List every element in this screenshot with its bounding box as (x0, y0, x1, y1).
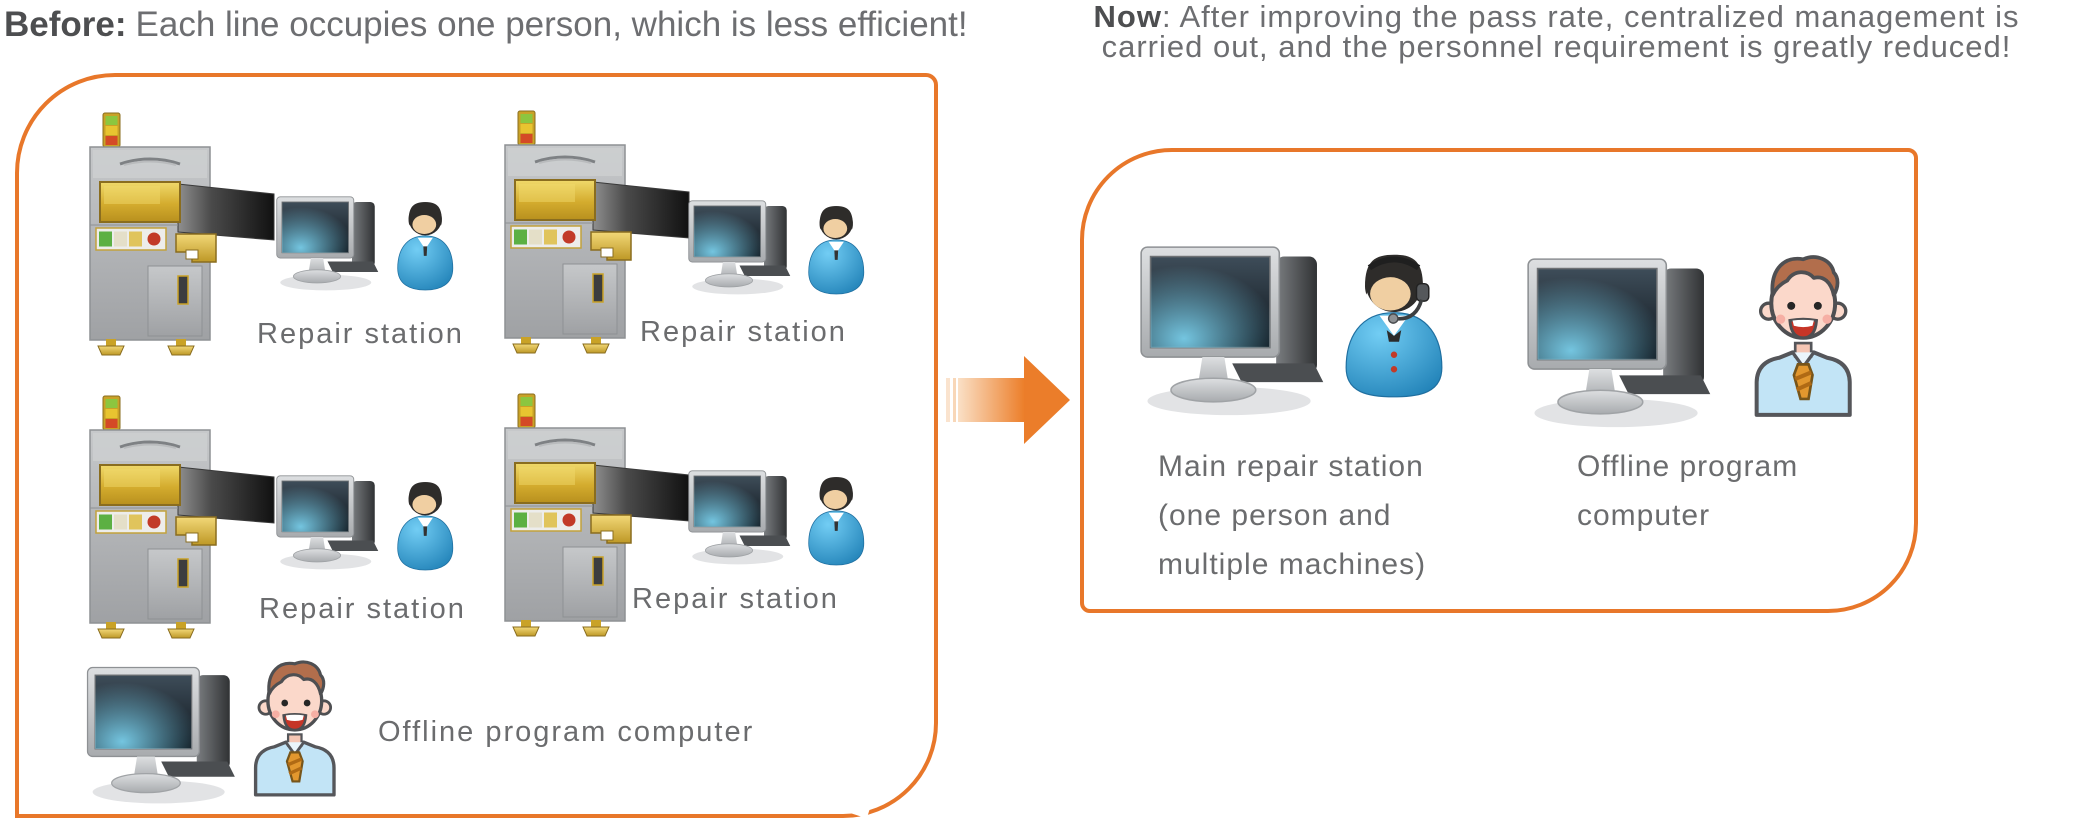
now-title: Now: After improving the pass rate, cent… (1040, 0, 2073, 64)
offline-program-line1: Offline program (1577, 450, 1799, 483)
computer-monitor-icon (688, 470, 791, 565)
operator-person-icon (397, 201, 454, 291)
now-title-label: Now (1093, 0, 1162, 34)
offline-program-line2: computer (1577, 499, 1711, 532)
operator-person-icon (808, 476, 865, 566)
operator-person-icon (397, 481, 454, 571)
smiling-man-icon (1754, 255, 1852, 417)
before-title-label: Before: (4, 5, 127, 44)
smiling-man-icon (253, 660, 336, 797)
inspection-machine-icon (88, 111, 276, 357)
main-repair-station-line1: Main repair station (1158, 450, 1424, 483)
now-title-line2: carried out, and the personnel requireme… (1101, 29, 2012, 64)
now-title-line1: Now: After improving the pass rate, cent… (1040, 0, 2073, 34)
before-title: Before:Each line occupies one person, wh… (4, 5, 968, 45)
computer-monitor-icon (86, 666, 236, 805)
inspection-machine-icon (88, 394, 276, 640)
before-box (15, 73, 938, 818)
repair-station-label-4: Repair station (632, 583, 839, 615)
computer-monitor-icon (1140, 246, 1325, 416)
now-box (1080, 148, 1918, 613)
computer-monitor-icon (688, 200, 791, 295)
main-repair-station-label: Main repair station (one person and mult… (1158, 442, 1426, 589)
repair-station-label-3: Repair station (259, 593, 466, 625)
computer-monitor-icon (276, 475, 379, 570)
computer-monitor-icon (276, 196, 379, 291)
headset-operator-icon (1346, 255, 1442, 397)
repair-station-label-2: Repair station (640, 316, 847, 348)
offline-computer-label: Offline program computer (378, 716, 755, 748)
computer-monitor-icon (1527, 258, 1712, 428)
operator-person-icon (808, 205, 865, 295)
transition-arrow-icon (946, 356, 1070, 444)
before-title-text: Each line occupies one person, which is … (135, 5, 968, 44)
offline-program-computer-label: Offline program computer (1577, 442, 1798, 540)
main-repair-station-line2: (one person and (1158, 499, 1392, 532)
now-title-text1: : After improving the pass rate, central… (1161, 0, 2020, 34)
main-repair-station-line3: multiple machines) (1158, 548, 1427, 581)
repair-station-label-1: Repair station (257, 318, 464, 350)
